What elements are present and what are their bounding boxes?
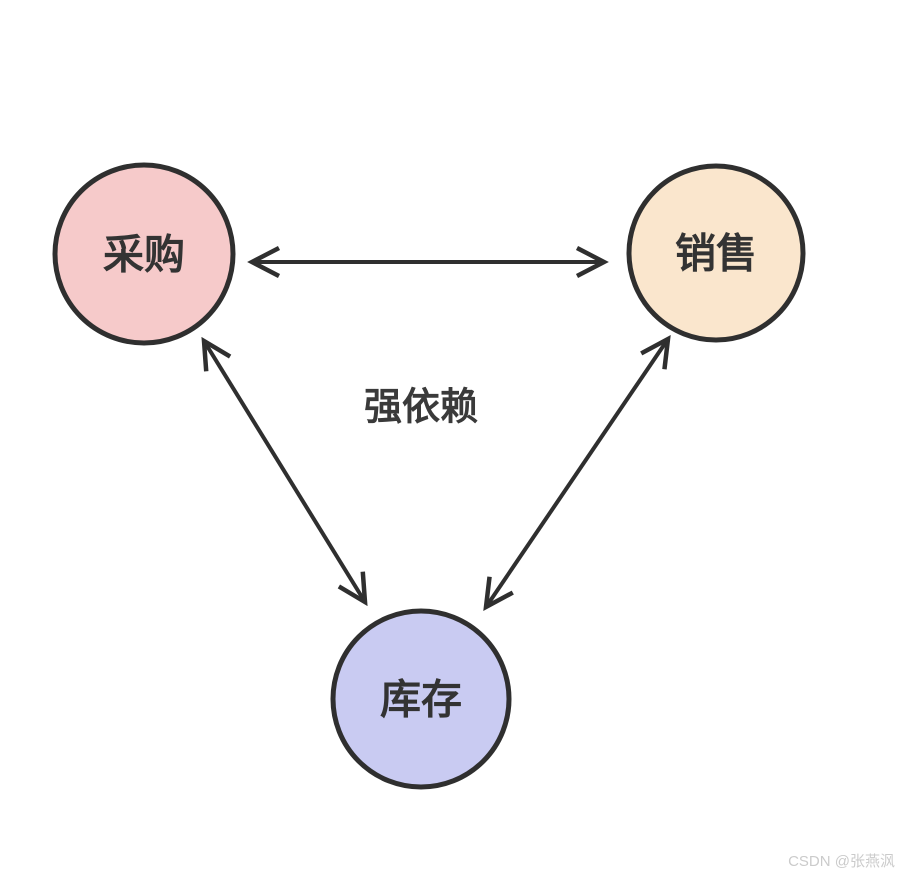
node-label-sales: 销售	[675, 230, 757, 276]
node-label-inventory: 库存	[380, 676, 462, 722]
node-procurement: 采购	[52, 162, 236, 346]
watermark: CSDN @张燕沨	[788, 853, 895, 870]
node-circle-sales	[626, 163, 806, 343]
center-label: 强依赖	[364, 386, 478, 428]
edge-inventory-sales	[483, 334, 671, 612]
edge-inventory-procurement	[201, 336, 368, 607]
node-inventory: 库存	[330, 608, 512, 790]
edges-layer	[201, 245, 671, 612]
node-circle-inventory	[330, 608, 512, 790]
node-sales: 销售	[626, 163, 806, 343]
node-label-procurement: 采购	[103, 231, 185, 277]
node-circle-procurement	[52, 162, 236, 346]
